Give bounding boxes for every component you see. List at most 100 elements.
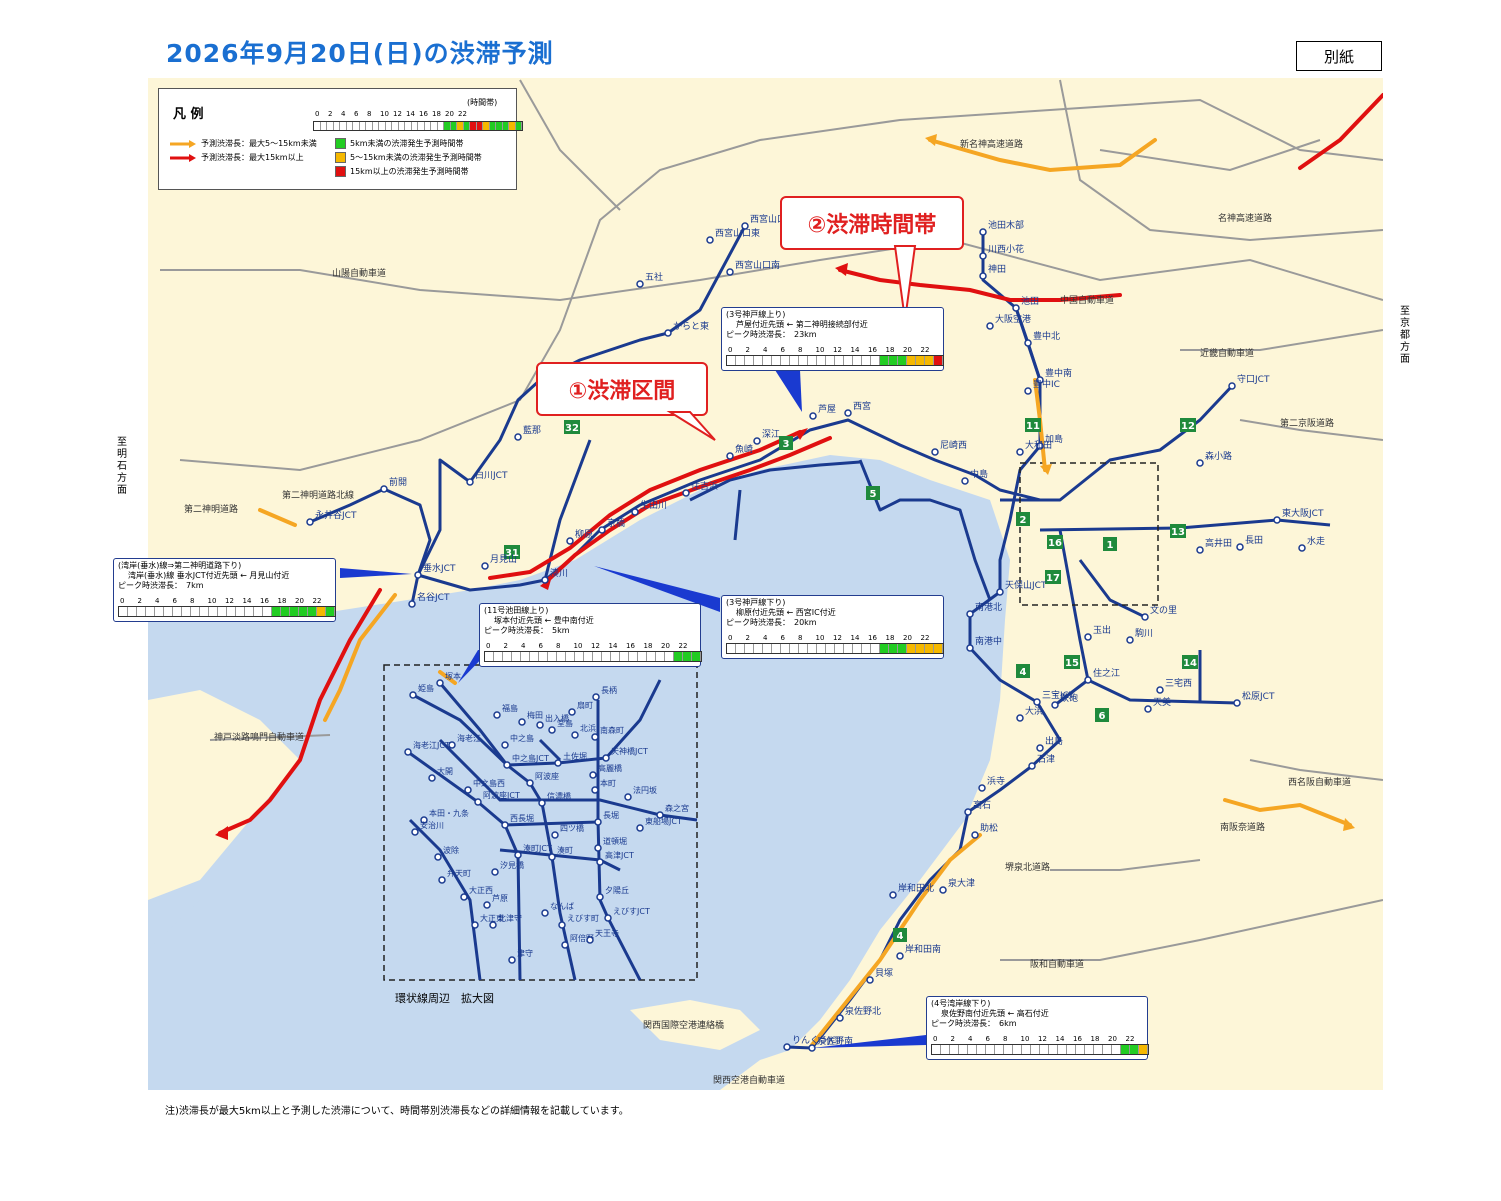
junction-marker: 森小路 <box>1196 450 1232 467</box>
callout-hour-tick: 16 <box>1073 1035 1082 1043</box>
junction-label: 中之島西 <box>473 778 505 788</box>
callout-hour-tick: 22 <box>678 642 688 650</box>
junction-dot <box>566 537 574 545</box>
junction-marker: 玉出 <box>1084 624 1111 641</box>
junction-dot <box>589 771 597 779</box>
callout-hour-tick: 8 <box>798 634 803 642</box>
junction-dot <box>514 851 522 859</box>
junction-marker: 法円坂 <box>624 785 657 801</box>
callout-hour-tick: 10 <box>207 597 217 605</box>
junction-dot <box>706 236 714 244</box>
junction-dot <box>753 437 761 445</box>
junction-label: 柳原 <box>575 528 593 540</box>
callout-cell <box>736 356 745 365</box>
callout-cell <box>763 644 772 653</box>
callout-cell <box>575 652 584 661</box>
label-nishi-meihan: 西名阪自動車道 <box>1288 776 1351 788</box>
callout-peak: ピーク時渋滞長： 7km <box>118 581 204 590</box>
legend-cell <box>366 122 373 130</box>
callout-cell <box>692 652 701 661</box>
junction-marker: 加島 <box>1036 433 1063 450</box>
footnote: 注)渋滞長が最大5km以上と予測した渋滞について、時間帯別渋滞長などの詳細情報を… <box>165 1106 629 1117</box>
junction-label: 本田・九条 <box>429 808 469 818</box>
callout-cell <box>934 644 943 653</box>
junction-label: 大開 <box>437 766 453 776</box>
junction-label: 大正東 <box>480 913 504 923</box>
junction-label: 天保山JCT <box>1005 579 1047 591</box>
callout-desc: 芦屋付近先頭 ← 第二神明接続部付近 <box>736 320 868 329</box>
callout-cell <box>871 644 880 653</box>
junction-dot <box>551 831 559 839</box>
junction-label: 安治川 <box>420 820 444 830</box>
callout-cell <box>245 607 254 616</box>
junction-dot <box>1012 304 1020 312</box>
legend-cell <box>398 122 405 130</box>
junction-marker: 北津守 <box>489 913 522 929</box>
callout-cell <box>521 652 530 661</box>
callout-hour-tick: 0 <box>486 642 491 650</box>
legend-hour-tick: 22 <box>458 110 467 118</box>
junction-label: 泉大津 <box>948 877 975 889</box>
junction-dot <box>481 562 489 570</box>
callout-cell <box>272 607 281 616</box>
callout-hour-tick: 8 <box>190 597 195 605</box>
junction-dot <box>404 748 412 756</box>
callout-cell <box>263 607 272 616</box>
callout-hour-tick: 16 <box>868 634 877 642</box>
junction-label: 阿倍野 <box>570 933 594 943</box>
svg-text:15: 15 <box>1065 658 1079 669</box>
junction-marker: えびす町 <box>558 914 599 929</box>
junction-label: 松原JCT <box>1242 690 1275 702</box>
junction-dot <box>1236 543 1244 551</box>
svg-text:1: 1 <box>1107 540 1114 551</box>
callout-cell <box>164 607 173 616</box>
junction-marker: 浜寺 <box>978 776 1005 792</box>
legend-cell <box>515 122 522 130</box>
callout-desc: 泉佐野南付近先頭 ← 高石付近 <box>941 1009 1049 1018</box>
callout-cell <box>227 607 236 616</box>
junction-dot <box>471 921 479 929</box>
junction-label: 駒川 <box>1135 627 1153 639</box>
junction-label: 湊町JCT <box>523 843 552 853</box>
junction-marker: 天美 <box>1144 696 1171 713</box>
junction-dot <box>1016 448 1024 456</box>
junction-dot <box>1084 676 1092 684</box>
callout-cell <box>898 644 907 653</box>
callout-cell <box>1121 1045 1130 1054</box>
callout-cell <box>808 356 817 365</box>
junction-label: 阿波座 <box>535 771 559 781</box>
junction-dot <box>1024 387 1032 395</box>
junction-dot <box>836 1014 844 1022</box>
junction-label: 湊川 <box>550 567 568 579</box>
junction-marker: 本田・九条 <box>420 808 469 824</box>
junction-marker: 神田 <box>979 263 1006 280</box>
junction-dot <box>536 721 544 729</box>
callout-cell <box>218 607 227 616</box>
legend-cell <box>502 122 509 130</box>
callout-hour-tick: 22 <box>920 634 930 642</box>
junction-dot <box>986 322 994 330</box>
junction-dot <box>1156 686 1164 694</box>
junction-label: 藍那 <box>523 424 541 436</box>
callout-cell <box>512 652 521 661</box>
junction-dot <box>598 526 606 534</box>
junction-dot <box>979 272 987 280</box>
callout-peak: ピーク時渋滞長： 20km <box>726 618 817 627</box>
junction-dot <box>664 329 672 337</box>
junction-label: 北浜 <box>580 723 596 733</box>
legend-hour-tick: 0 <box>315 110 320 118</box>
label-sanyo: 山陽自動車道 <box>332 267 386 279</box>
junction-label: 海老江 <box>457 733 481 743</box>
junction-marker: 中之島 <box>501 733 534 749</box>
callout-cell <box>683 652 692 661</box>
callout-cell <box>146 607 155 616</box>
junction-label: 高津JCT <box>605 850 634 860</box>
junction-marker: 堂島 <box>548 718 573 734</box>
junction-marker: 住之江 <box>1084 667 1120 684</box>
callout-cell <box>916 644 925 653</box>
callout-cell <box>826 356 835 365</box>
legend-cell <box>431 122 438 130</box>
callout-cell <box>173 607 182 616</box>
svg-text:11: 11 <box>1026 421 1040 432</box>
